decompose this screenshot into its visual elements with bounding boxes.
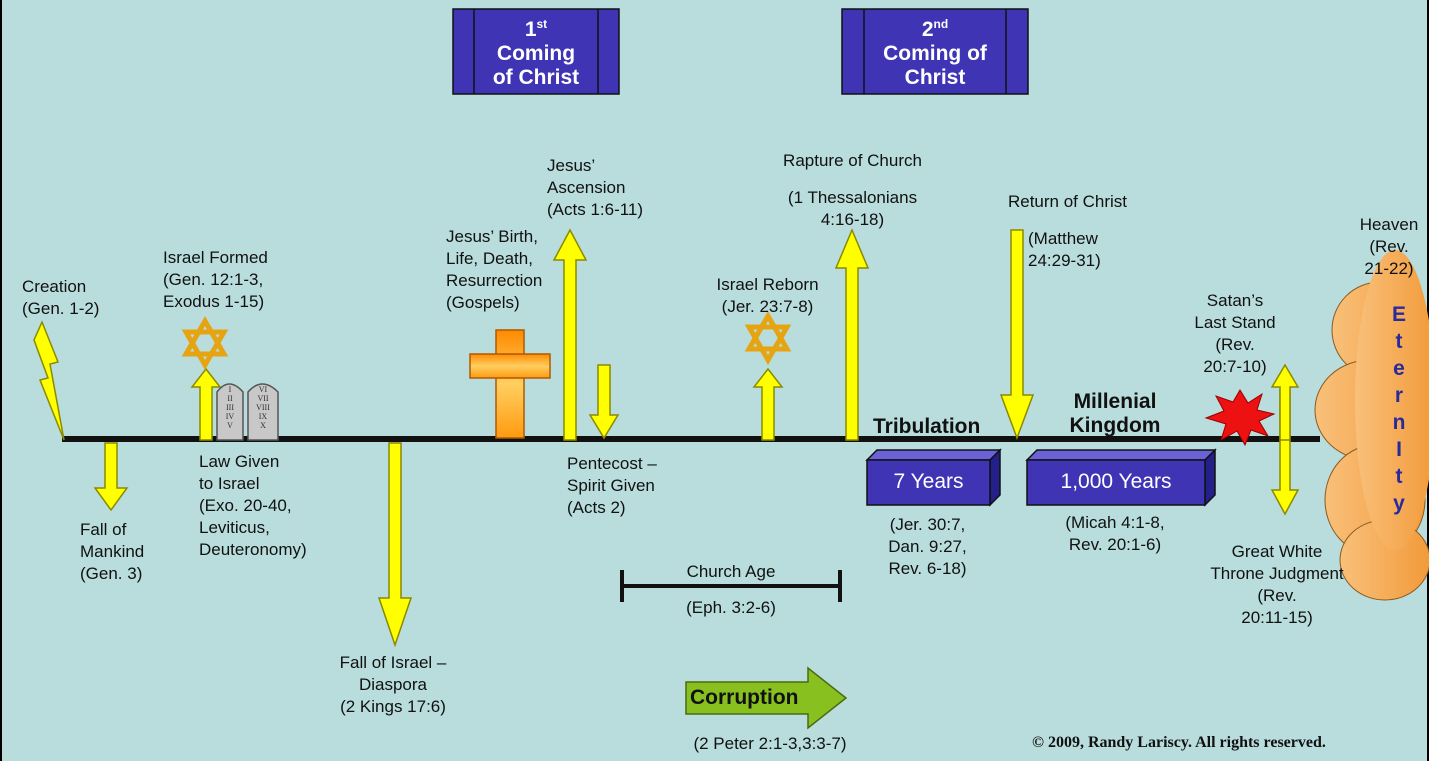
law-given-label: Law Given to Israel (Exo. 20-40, Levitic…	[199, 452, 307, 559]
thousand-years-box	[1025, 448, 1217, 507]
tablets-icon	[216, 383, 279, 441]
eternity-letter: I	[1396, 438, 1402, 461]
corruption-ref: (2 Peter 2:1-3,3:3-7)	[693, 734, 847, 753]
fall-mankind-arrow	[93, 442, 129, 512]
corruption-label: Corruption	[690, 686, 799, 709]
eternity-letter: t	[1395, 330, 1403, 353]
second-coming-box	[841, 8, 1029, 95]
ascension-arrow	[552, 228, 588, 441]
first-coming-box	[452, 8, 620, 95]
satan-label: Satan’s Last Stand (Rev. 20:7-10)	[1194, 291, 1276, 376]
thousand-years-label: 1,000 Years	[1060, 470, 1172, 493]
eternity-letter: t	[1395, 465, 1403, 488]
seven-years-label: 7 Years	[893, 470, 964, 493]
millenial-label: Millenial Kingdom	[1069, 390, 1161, 437]
eternity-cloud	[1314, 250, 1429, 601]
israel-reborn-arrow	[752, 367, 784, 441]
corruption-arrow	[685, 666, 848, 730]
tablet-right-numerals: VI VII VIII IX X	[256, 385, 270, 430]
satan-arrow	[1270, 363, 1300, 441]
fall-israel-label: Fall of Israel – Diaspora (2 Kings 17:6)	[339, 653, 447, 716]
creation-label: Creation (Gen. 1-2)	[22, 277, 100, 318]
church-age-label: Church Age	[686, 562, 776, 581]
church-age-bracket	[620, 570, 842, 602]
eternity-letter: n	[1392, 411, 1406, 434]
return-label: Return of Christ	[1007, 192, 1128, 211]
pentecost-label: Pentecost – Spirit Given (Acts 2)	[567, 454, 657, 517]
tribulation-ref: (Jer. 30:7, Dan. 9:27, Rev. 6-18)	[888, 515, 967, 578]
fall-mankind-label: Fall of Mankind (Gen. 3)	[80, 520, 145, 583]
eternity-letter: E	[1391, 303, 1406, 326]
millenial-ref: (Micah 4:1-8, Rev. 20:1-6)	[1065, 513, 1165, 554]
rapture-arrow	[834, 228, 870, 441]
star-of-david-icon	[181, 315, 229, 371]
tablet-left-numerals: I II III IV V	[225, 385, 235, 430]
heaven-label: Heaven (Rev. 21-22)	[1359, 215, 1419, 278]
great-white-label: Great White Throne Judgment (Rev. 20:11-…	[1210, 542, 1344, 627]
eternity-letter: y	[1393, 492, 1405, 515]
lightning-icon	[33, 320, 65, 441]
eternity-letter: r	[1394, 384, 1404, 407]
church-age-ref: (Eph. 3:2-6)	[686, 598, 776, 617]
jesus-birth-label: Jesus’ Birth, Life, Death, Resurrection …	[446, 227, 543, 312]
rapture-label: Rapture of Church	[783, 151, 922, 170]
law-given-arrow	[190, 367, 222, 441]
rapture-ref: (1 Thessalonians 4:16-18)	[787, 188, 918, 229]
pentecost-arrow	[588, 364, 620, 440]
ascension-label: Jesus’ Ascension (Acts 1:6-11)	[547, 156, 644, 219]
fall-israel-arrow	[377, 442, 413, 648]
burst-icon	[1204, 389, 1276, 447]
israel-formed-label: Israel Formed (Gen. 12:1-3, Exodus 1-15)	[163, 248, 268, 311]
return-ref: (Matthew 24:29-31)	[1028, 229, 1101, 270]
star-of-david-icon-2	[744, 310, 792, 366]
tribulation-label: Tribulation	[873, 415, 981, 438]
seven-years-box	[865, 448, 1002, 507]
cross-icon	[469, 329, 551, 439]
copyright-notice: © 2009, Randy Lariscy. All rights reserv…	[1032, 734, 1326, 751]
return-arrow	[999, 229, 1035, 441]
israel-reborn-label: Israel Reborn (Jer. 23:7-8)	[716, 275, 819, 316]
eternity-letter: e	[1393, 357, 1405, 380]
